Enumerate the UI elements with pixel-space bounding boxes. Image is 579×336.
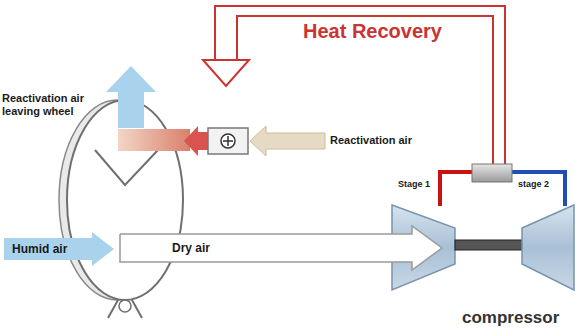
stage-1-pipe xyxy=(440,172,472,206)
humid-air-arrow: Humid air xyxy=(4,232,114,266)
reactivation-air-arrow xyxy=(250,126,325,156)
heater-symbol xyxy=(221,134,235,148)
dry-air-arrow: Dry air xyxy=(120,226,442,270)
node-text: Dry air xyxy=(172,241,210,255)
leaving-air-band xyxy=(118,129,190,151)
heater-box xyxy=(208,128,248,154)
arrow-outline xyxy=(120,226,442,270)
node-text: Humid air xyxy=(12,242,67,256)
compressor-stage-2 xyxy=(522,205,574,290)
intercooler xyxy=(472,164,512,182)
heat-recovery-pipe-inner xyxy=(237,16,493,164)
wheel-sector xyxy=(95,150,158,185)
stage-label: stage 2 xyxy=(518,179,549,189)
wheel-stand xyxy=(108,300,142,318)
leaving-air-arrow xyxy=(106,66,156,128)
flow-label: Reactivation air leaving wheel xyxy=(2,92,94,117)
stage-label: Stage 1 xyxy=(398,179,430,189)
arrow-outline xyxy=(4,232,114,266)
compressor-shaft xyxy=(455,240,522,250)
stage-2-pipe xyxy=(512,172,565,206)
component-name: compressor xyxy=(462,308,559,328)
heater-plus xyxy=(223,136,233,146)
wheel-drive xyxy=(119,300,131,312)
heat-recovery-pipe-outer xyxy=(215,6,505,164)
arrow-shape xyxy=(120,226,442,270)
flow-label: Reactivation air xyxy=(330,134,412,147)
heat-recovery-arrowhead xyxy=(203,60,249,86)
section-title: Heat Recovery xyxy=(300,20,445,43)
heated-air-arrow xyxy=(184,126,208,156)
